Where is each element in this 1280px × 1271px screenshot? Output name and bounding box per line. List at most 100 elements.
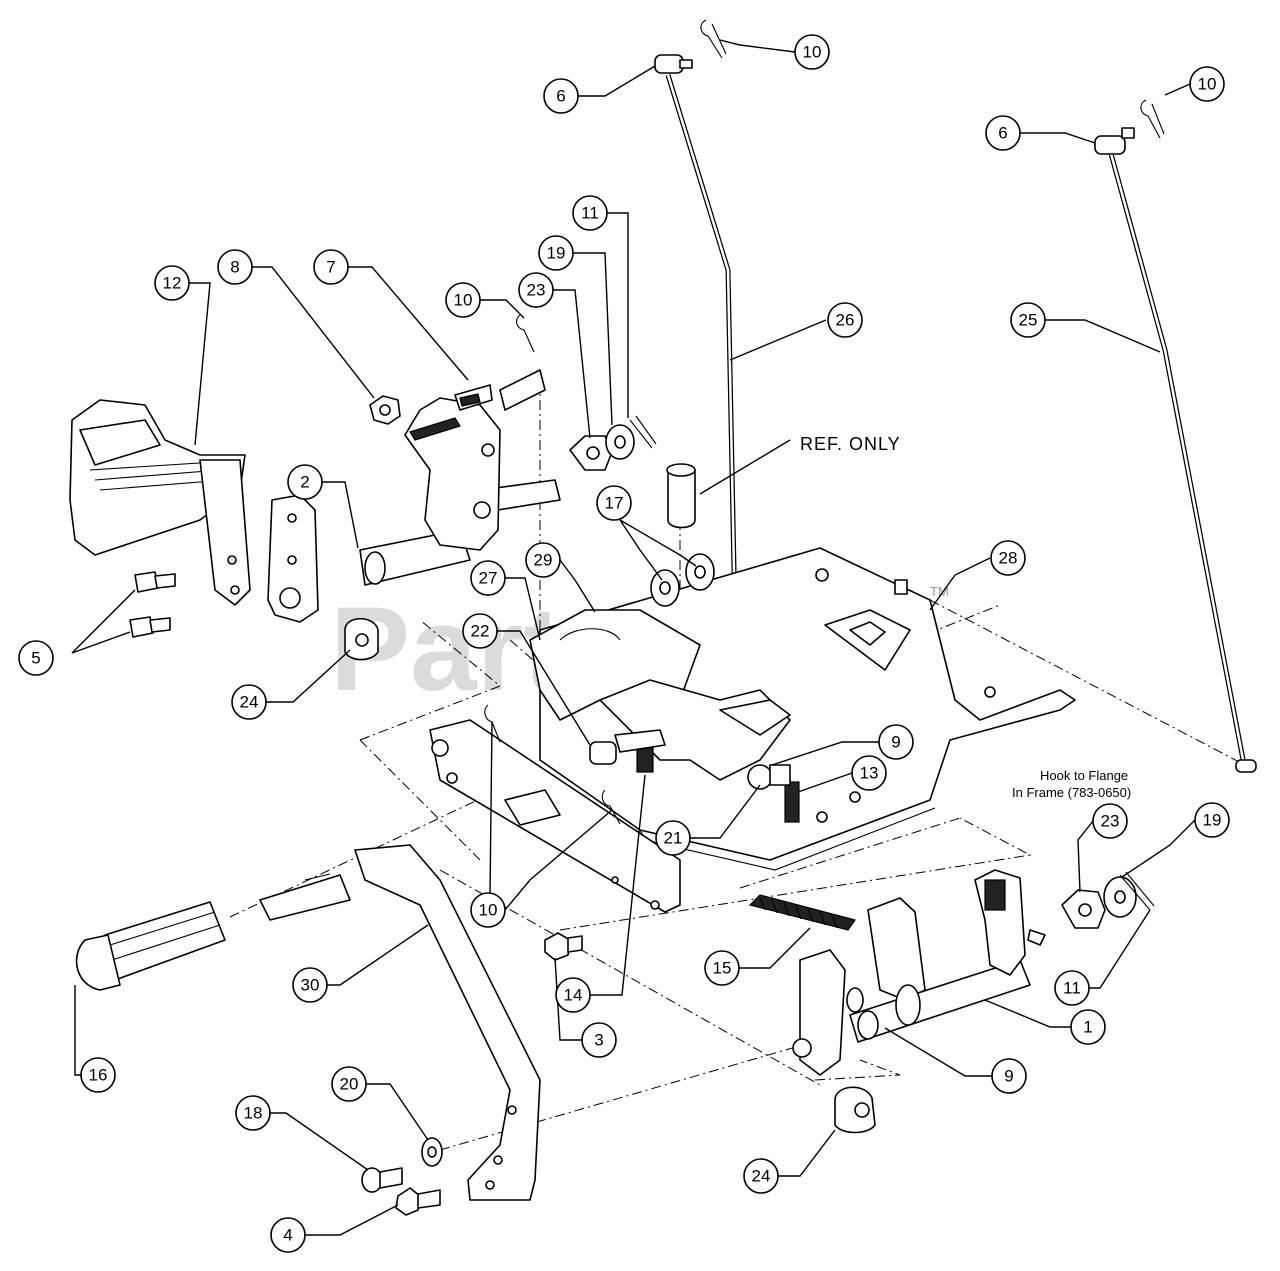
- nut-22: [589, 729, 666, 765]
- callout-6-right: 6: [985, 115, 1021, 151]
- svg-text:6: 6: [556, 87, 565, 106]
- callout-14: 14: [555, 977, 591, 1013]
- callout-17: 17: [596, 485, 632, 521]
- bolt-4: [395, 1187, 441, 1216]
- callout-12: 12: [154, 265, 190, 301]
- svg-text:11: 11: [1063, 979, 1081, 998]
- svg-text:16: 16: [89, 1066, 108, 1085]
- ref-only-note: REF. ONLY: [800, 434, 901, 454]
- callout-5: 5: [18, 640, 54, 676]
- svg-text:12: 12: [163, 274, 182, 293]
- hook-note-line1: Hook to Flange: [1040, 768, 1128, 783]
- cotter-pin-10-lower-b: [601, 789, 621, 825]
- svg-text:28: 28: [999, 549, 1018, 568]
- frame-plate-28: [539, 547, 1076, 871]
- callout-10-top: 10: [794, 34, 830, 70]
- svg-text:17: 17: [605, 494, 624, 513]
- callout-4: 4: [270, 1217, 306, 1253]
- callout-10-lower: 10: [470, 892, 506, 928]
- washer-19-right: [1103, 876, 1137, 918]
- callout-24-bottom: 24: [743, 1158, 779, 1194]
- callout-23-top: 23: [518, 272, 554, 308]
- svg-text:14: 14: [564, 986, 583, 1005]
- spacer-tube-ref: [666, 463, 696, 529]
- bracket-27-29: [529, 609, 791, 781]
- washers-17: [650, 553, 715, 607]
- callout-8: 8: [217, 249, 253, 285]
- hook-note-line2: In Frame (783-0650): [1012, 785, 1131, 800]
- callout-11-right: 11: [1054, 970, 1090, 1006]
- svg-text:15: 15: [713, 959, 732, 978]
- cotter-pin-10-right: [1140, 99, 1165, 139]
- callout-2: 2: [287, 464, 323, 500]
- callout-28: 28: [990, 540, 1026, 576]
- callout-11-top: 11: [572, 195, 608, 231]
- ferrule-6-right: [1094, 127, 1135, 155]
- control-rod-25: [1107, 149, 1257, 773]
- svg-text:19: 19: [547, 244, 566, 263]
- svg-text:8: 8: [230, 258, 239, 277]
- svg-text:9: 9: [891, 733, 900, 752]
- callout-21: 21: [655, 820, 691, 856]
- callout-19-right: 19: [1194, 802, 1230, 838]
- pin-9-upper: [769, 764, 791, 786]
- callout-15: 15: [704, 950, 740, 986]
- svg-text:22: 22: [471, 622, 490, 641]
- svg-text:27: 27: [479, 569, 498, 588]
- callout-3: 3: [581, 1022, 617, 1058]
- svg-text:9: 9: [1004, 1067, 1013, 1086]
- callout-9-lower: 9: [991, 1058, 1027, 1094]
- svg-text:26: 26: [836, 311, 855, 330]
- svg-text:30: 30: [301, 976, 320, 995]
- svg-text:23: 23: [1101, 812, 1120, 831]
- clip-24-top: [344, 617, 379, 661]
- svg-text:10: 10: [1198, 75, 1217, 94]
- svg-text:13: 13: [860, 764, 879, 783]
- callout-13: 13: [851, 755, 887, 791]
- callout-29: 29: [525, 542, 561, 578]
- svg-text:7: 7: [326, 258, 335, 277]
- pedal-grip-16: [75, 901, 226, 991]
- callout-22: 22: [462, 613, 498, 649]
- svg-text:20: 20: [340, 1075, 359, 1094]
- cotter-pin-11-right: [1119, 871, 1155, 911]
- spring-15: [748, 894, 856, 931]
- parts-line-art: [69, 19, 1257, 1216]
- svg-text:29: 29: [534, 551, 553, 570]
- callout-6-left: 6: [543, 78, 579, 114]
- cotter-pin-10-mid: [515, 314, 535, 353]
- callout-26: 26: [827, 302, 863, 338]
- cotter-pin-10-lower-a: [484, 704, 501, 743]
- svg-text:1: 1: [1083, 1018, 1092, 1037]
- callout-24-top: 24: [231, 684, 267, 720]
- lower-bracket-bar: [429, 719, 681, 913]
- washer-19-top: [605, 424, 635, 460]
- callout-16: 16: [80, 1057, 116, 1093]
- svg-text:6: 6: [998, 124, 1007, 143]
- callout-20: 20: [331, 1066, 367, 1102]
- callout-1: 1: [1070, 1009, 1106, 1045]
- svg-text:10: 10: [479, 901, 498, 920]
- svg-text:18: 18: [244, 1104, 263, 1123]
- cotter-pin-10-top: [700, 19, 727, 59]
- nut-8: [369, 395, 401, 425]
- cotter-pin-11-top: [629, 415, 657, 449]
- svg-text:19: 19: [1203, 811, 1222, 830]
- svg-text:10: 10: [454, 291, 473, 310]
- callout-23-right: 23: [1092, 803, 1128, 839]
- shaft-assembly-1: [792, 869, 1046, 1076]
- callout-10-right: 10: [1189, 66, 1225, 102]
- callout-30: 30: [292, 967, 328, 1003]
- spring-13: [784, 781, 800, 823]
- link-plate: [267, 494, 319, 623]
- svg-text:25: 25: [1019, 311, 1038, 330]
- watermark-trademark: TM: [930, 584, 949, 599]
- clip-24-bottom: [834, 1086, 876, 1134]
- svg-text:11: 11: [581, 204, 599, 223]
- callout-25: 25: [1010, 302, 1046, 338]
- svg-text:2: 2: [300, 473, 309, 492]
- callout-7: 7: [313, 249, 349, 285]
- callout-10-mid: 10: [445, 282, 481, 318]
- callout-27: 27: [470, 560, 506, 596]
